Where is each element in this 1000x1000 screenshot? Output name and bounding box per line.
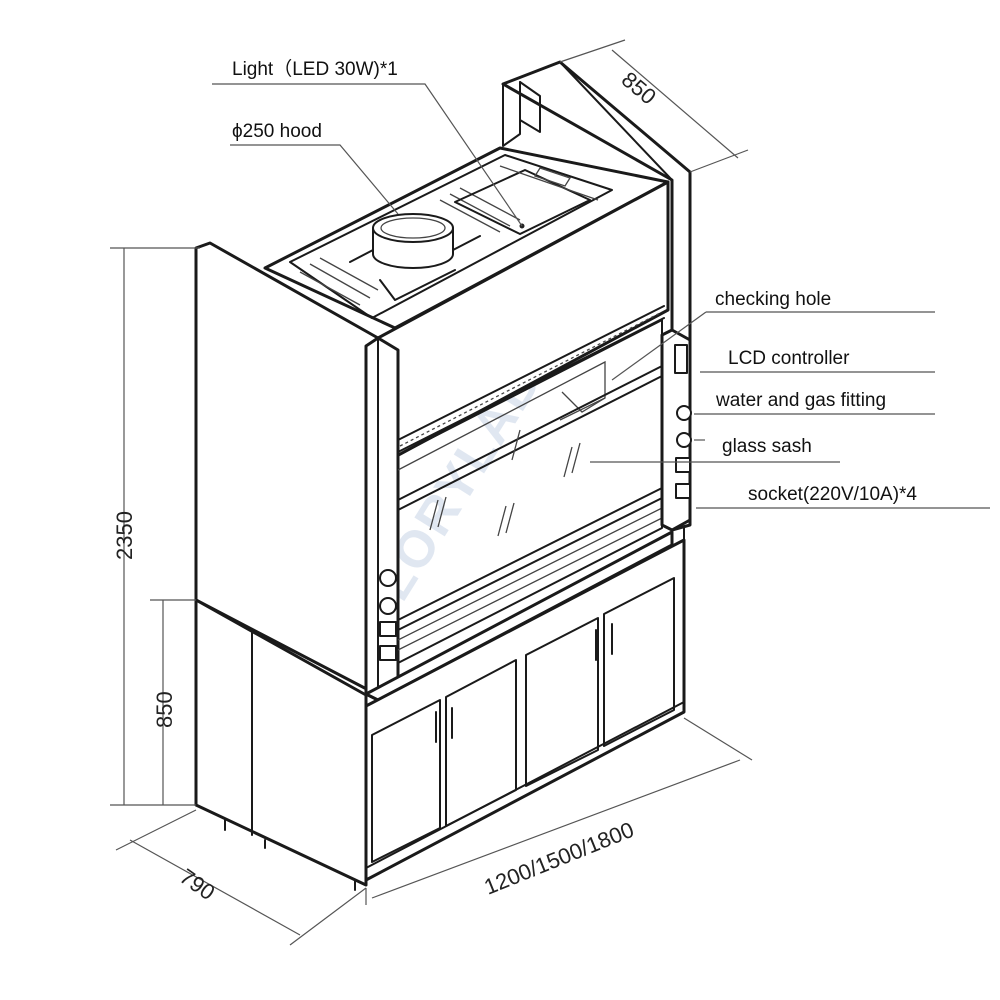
dim-depth-bottom: 790 <box>175 864 219 906</box>
glass-sash <box>397 365 663 651</box>
lcd-controller-panel <box>674 344 688 374</box>
dim-width: 1200/1500/1800 <box>481 817 638 900</box>
label-socket: socket(220V/10A)*4 <box>748 484 917 505</box>
right-post <box>660 328 692 532</box>
base-cabinet <box>194 538 686 891</box>
label-water-gas-fitting: water and gas fitting <box>715 390 886 411</box>
hood-duct <box>349 213 481 301</box>
label-glass-sash: glass sash <box>722 436 812 457</box>
label-light: Light（LED 30W)*1 <box>232 58 398 80</box>
dim-height-total: 2350 <box>112 511 137 560</box>
label-lcd-controller: LCD controller <box>728 348 850 369</box>
dim-depth-top: 850 <box>617 67 661 110</box>
label-hood: ϕ250 hood <box>232 121 322 142</box>
label-checking-hole: checking hole <box>715 289 831 310</box>
left-post <box>364 336 400 702</box>
front-header <box>376 180 670 468</box>
dim-base-height: 850 <box>152 691 177 728</box>
dimension-lines <box>110 39 753 946</box>
leader-lines <box>212 83 990 509</box>
top-deck <box>263 146 670 330</box>
sash-opening <box>397 319 663 664</box>
